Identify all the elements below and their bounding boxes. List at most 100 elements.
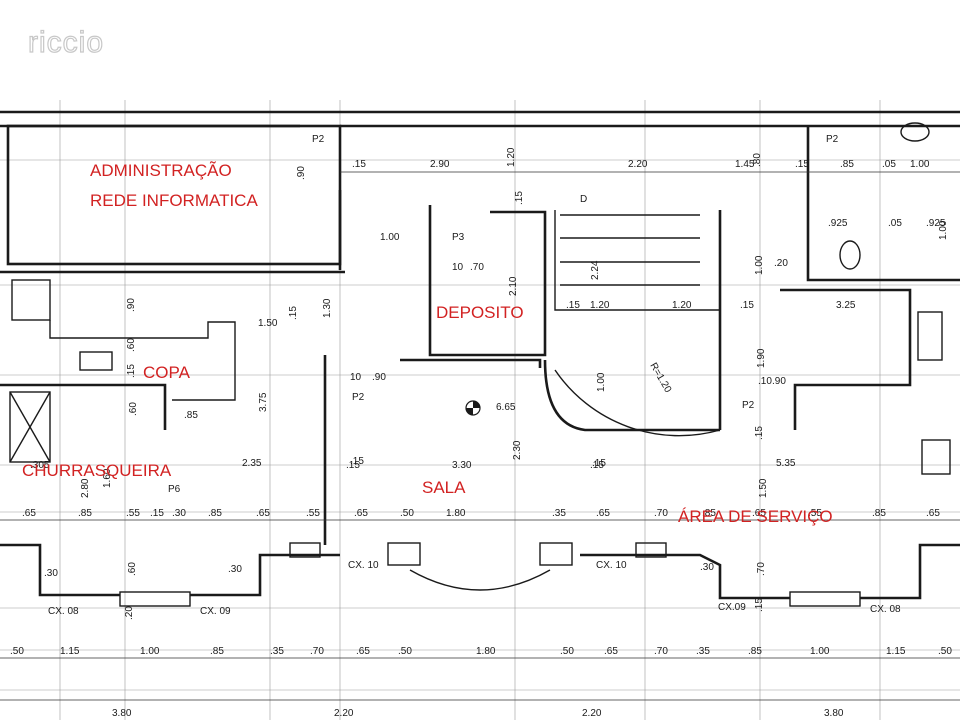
dimension-figure: .85 (184, 410, 198, 421)
dimension-figure: 1.20 (506, 147, 517, 167)
dimension-figure: .55 (808, 508, 822, 519)
level-mark-symbol (465, 400, 481, 416)
dimension-figure: 10 (452, 262, 464, 273)
dimension-figure: .70 (470, 262, 484, 273)
dimension-figure: .85 (748, 646, 762, 657)
dimension-figure: 1.00 (380, 232, 400, 243)
dimension-figure: .30 (228, 564, 242, 575)
dimension-figure: .65 (752, 508, 766, 519)
dimension-figure: .10 (758, 376, 772, 387)
dimension-figure: .15 (590, 460, 604, 471)
dimension-figure: .50 (560, 646, 574, 657)
dimension-figure: 1.20 (672, 300, 692, 311)
dimension-figure: .65 (256, 508, 270, 519)
dimension-figure: 2.20 (334, 708, 354, 719)
dimension-figure: .15 (346, 460, 360, 471)
window-tag: CX. 08 (870, 604, 901, 615)
window-tags: CX. 10 CX. 10 CX. 08 CX. 09 CX.09 CX. 08 (48, 560, 901, 617)
dimension-figure: .20 (774, 258, 788, 269)
dimension-figure: .15 (592, 458, 606, 469)
dimension-figure: 1.30 (322, 298, 333, 318)
dimension-figure: .90 (772, 376, 786, 387)
door-tag: P2 (742, 400, 755, 411)
dimension-figure: 1.60 (102, 468, 113, 488)
window-tag: CX. 09 (200, 606, 231, 617)
door-tag: P6 (168, 484, 181, 495)
window-tag: CX. 10 (348, 560, 379, 571)
dimension-figure: 3.80 (824, 708, 844, 719)
dimension-figure: 1.00 (140, 646, 160, 657)
dimension-figure: .30 (44, 568, 58, 579)
dimension-figure: .65 (604, 646, 618, 657)
room-label-administracao: ADMINISTRAÇÃO REDE INFORMATICA (90, 161, 258, 210)
dimension-figure: .15 (150, 508, 164, 519)
dimension-figure: 2.35 (242, 458, 262, 469)
dimension-figure: 1.45 (735, 159, 755, 170)
dimension-figure: .15 (350, 456, 364, 467)
dimension-figure: .65 (354, 508, 368, 519)
dimension-figure: 1.00 (910, 159, 930, 170)
stair-direction-mark: D (580, 194, 587, 205)
dimension-figure: 3.30 (452, 460, 472, 471)
dimension-figure: .90 (296, 166, 307, 180)
door-tag: P2 (312, 134, 325, 145)
dimension-figure: 1.50 (758, 478, 769, 498)
dimension-figure: .85 (872, 508, 886, 519)
dimension-figure: .90 (372, 372, 386, 383)
dimension-figure: .55 (126, 508, 140, 519)
dimension-figure: .80 (752, 153, 763, 167)
dimension-figure: .50 (938, 646, 952, 657)
window-tag: CX.09 (718, 602, 746, 613)
dimension-figure: .05 (888, 218, 902, 229)
dimension-figure: .35 (270, 646, 284, 657)
dimension-figure: .55 (306, 508, 320, 519)
dimension-figure: 1.80 (476, 646, 496, 657)
window-tag: CX. 08 (48, 606, 79, 617)
dimension-figure: 3.25 (836, 300, 856, 311)
dimension-figure: .70 (756, 562, 767, 576)
dimension-figure: 1.00 (810, 646, 830, 657)
dimension-figure: .15 (126, 364, 137, 378)
dimension-figure: 1.15 (886, 646, 906, 657)
dimension-figure: .60 (127, 562, 138, 576)
dimension-figure: 1.20 (590, 300, 610, 311)
dimension-figure: .60 (128, 402, 139, 416)
dimension-figure: .30 (700, 562, 714, 573)
dimension-figure: .70 (310, 646, 324, 657)
dimension-figure: .15 (352, 159, 366, 170)
room-label-copa: COPA (143, 363, 191, 382)
room-label-churrasqueira: CHURRASQUEIRA (22, 461, 172, 480)
dimension-figure: .50 (400, 508, 414, 519)
dimension-lines (0, 171, 960, 701)
dimension-figure: .65 (22, 508, 36, 519)
door-tags: P2 P2 P3 P2 P2 P6 (168, 134, 839, 495)
dimension-figure: 1.80 (446, 508, 466, 519)
dimension-figure: 2.30 (512, 440, 523, 460)
window-tag: CX. 10 (596, 560, 627, 571)
room-label-area-de-servico: ÁREA DE SERVIÇO (678, 507, 833, 526)
dimension-figure: .70 (654, 508, 668, 519)
dimension-figure: .15 (566, 300, 580, 311)
dimension-figure: 5.35 (776, 458, 796, 469)
dimension-figure: 3.80 (112, 708, 132, 719)
dimension-figure: .70 (654, 646, 668, 657)
dimension-figure: .85 (208, 508, 222, 519)
dimension-figure: .15 (288, 306, 299, 320)
dimension-figure: 2.90 (430, 159, 450, 170)
dimension-figure: 3.75 (258, 392, 269, 412)
room-labels: ADMINISTRAÇÃO REDE INFORMATICA DEPOSITO … (22, 161, 833, 526)
dimension-figure: .60 (126, 338, 137, 352)
dimension-figure: .35 (696, 646, 710, 657)
stair-radius-label: R=1.20 (647, 361, 673, 395)
level-mark: 6.65 (496, 402, 516, 413)
dimension-figure: 1.90 (756, 348, 767, 368)
dimension-figure: 1.00 (754, 255, 765, 275)
dimension-figure: .30 (172, 508, 186, 519)
dimension-figure: .65 (356, 646, 370, 657)
room-label-sala: SALA (422, 478, 466, 497)
dimension-figure: .65 (926, 508, 940, 519)
dimension-figures: .15 2.90 1.20 2.20 1.45.80 .15 .85 .05 1.00 .90 1.… (10, 147, 952, 719)
dimension-figure: .15 (754, 598, 765, 612)
dimension-figure: 1.15 (60, 646, 80, 657)
